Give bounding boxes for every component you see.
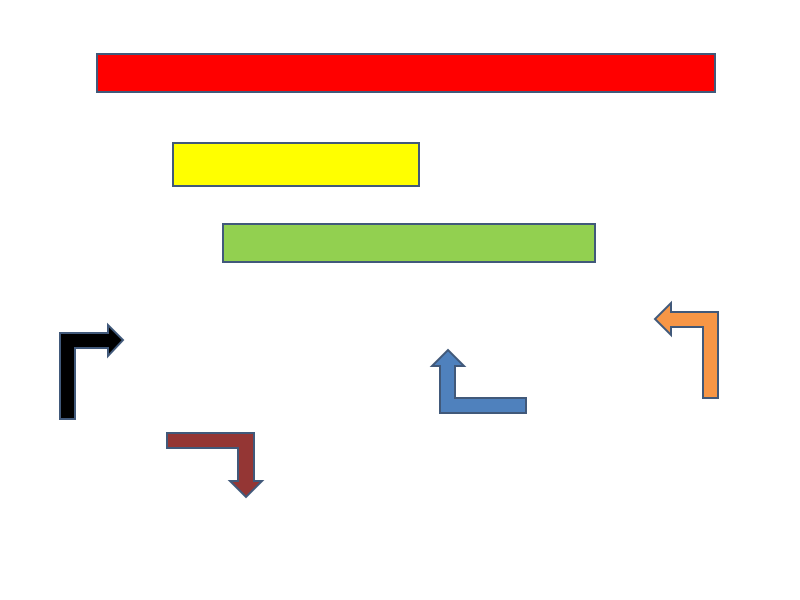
orange-bent-arrow-icon — [653, 300, 719, 399]
yellow-bar — [172, 142, 420, 187]
green-bar — [222, 223, 596, 263]
red-bar — [96, 53, 716, 93]
blue-bent-arrow-icon — [429, 348, 527, 414]
brown-bent-arrow-icon — [166, 432, 265, 499]
black-bent-arrow-icon — [59, 322, 125, 420]
